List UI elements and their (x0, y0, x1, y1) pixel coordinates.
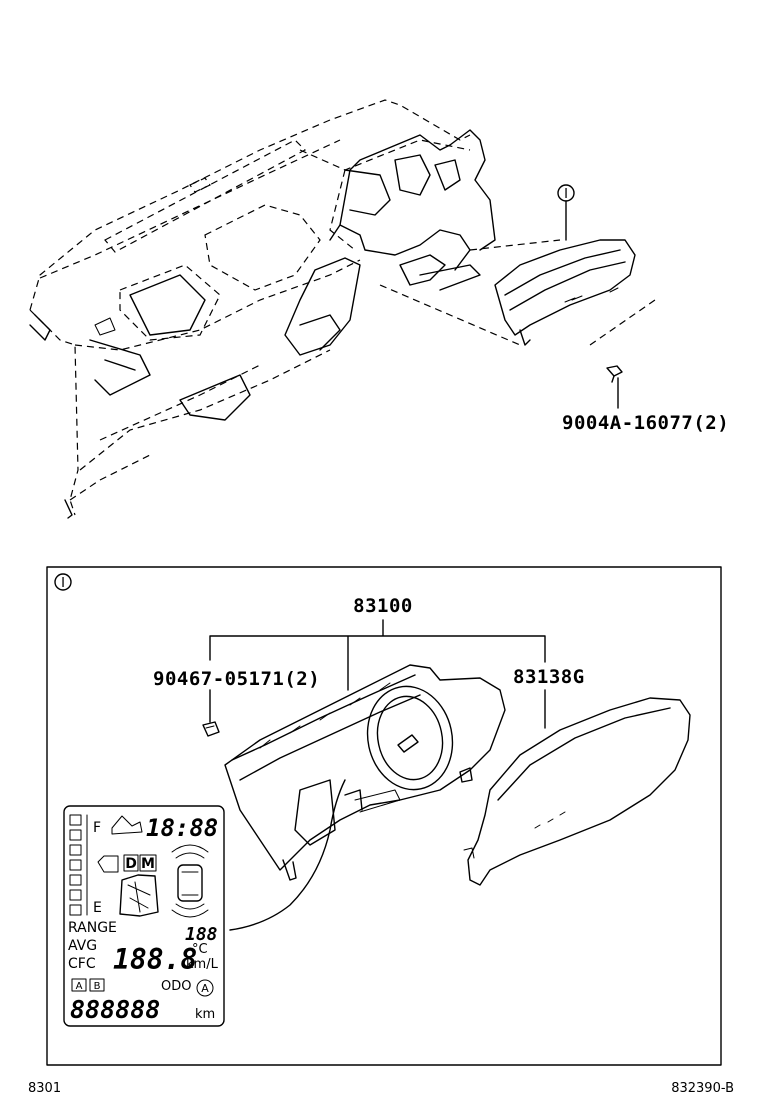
detail-marker-circle (54, 573, 72, 591)
odo-digits: 888888 (70, 995, 160, 1024)
fuel-gauge-bars (69, 814, 88, 916)
detail-marker-top: I (564, 187, 568, 202)
clip-part-number: 90467-05171(2) (153, 668, 320, 690)
meter-glass-drawing (463, 697, 691, 886)
trip-b-label: B (94, 981, 101, 992)
page-code-left: 8301 (28, 1081, 61, 1096)
parking-sensor-icon (171, 844, 209, 918)
cluster-part-number: 83100 (353, 595, 413, 617)
shift-pattern-icon (119, 874, 159, 917)
screw-icon (606, 365, 623, 409)
odo-unit: km (195, 1007, 215, 1022)
trip-a-label: A (76, 981, 83, 992)
auto-indicator: A (201, 982, 209, 995)
cfc-label: CFC (68, 956, 96, 972)
clock-digits: 18:88 (146, 814, 218, 842)
main-digits: 188.8 (113, 943, 197, 976)
instrument-panel-drawing (29, 99, 496, 519)
temp-unit: °C (192, 942, 208, 957)
weather-icon (111, 815, 143, 835)
fuel-unit: km/L (186, 957, 219, 972)
fuel-pump-icon (97, 855, 119, 873)
fuel-empty-label: E (93, 900, 102, 916)
detail-marker-box: I (61, 576, 65, 591)
fuel-full-label: F (93, 820, 101, 836)
combination-meter-small: I (494, 184, 636, 346)
avg-label: AVG (68, 938, 97, 954)
range-digits: 188 (185, 924, 218, 945)
range-label: RANGE (68, 920, 117, 936)
mode-m: M (141, 856, 155, 872)
meter-cluster-drawing (224, 664, 506, 881)
glass-part-number: 83138G (513, 666, 585, 688)
detail-box (46, 566, 722, 1066)
page-code-right: 832390-B (671, 1081, 734, 1096)
lcd-display-inset (63, 805, 225, 1027)
odo-label: ODO (161, 979, 191, 994)
screw-part-number: 9004A-16077(2) (562, 412, 729, 434)
clip-icon (202, 721, 220, 737)
mode-d: D (125, 856, 137, 872)
